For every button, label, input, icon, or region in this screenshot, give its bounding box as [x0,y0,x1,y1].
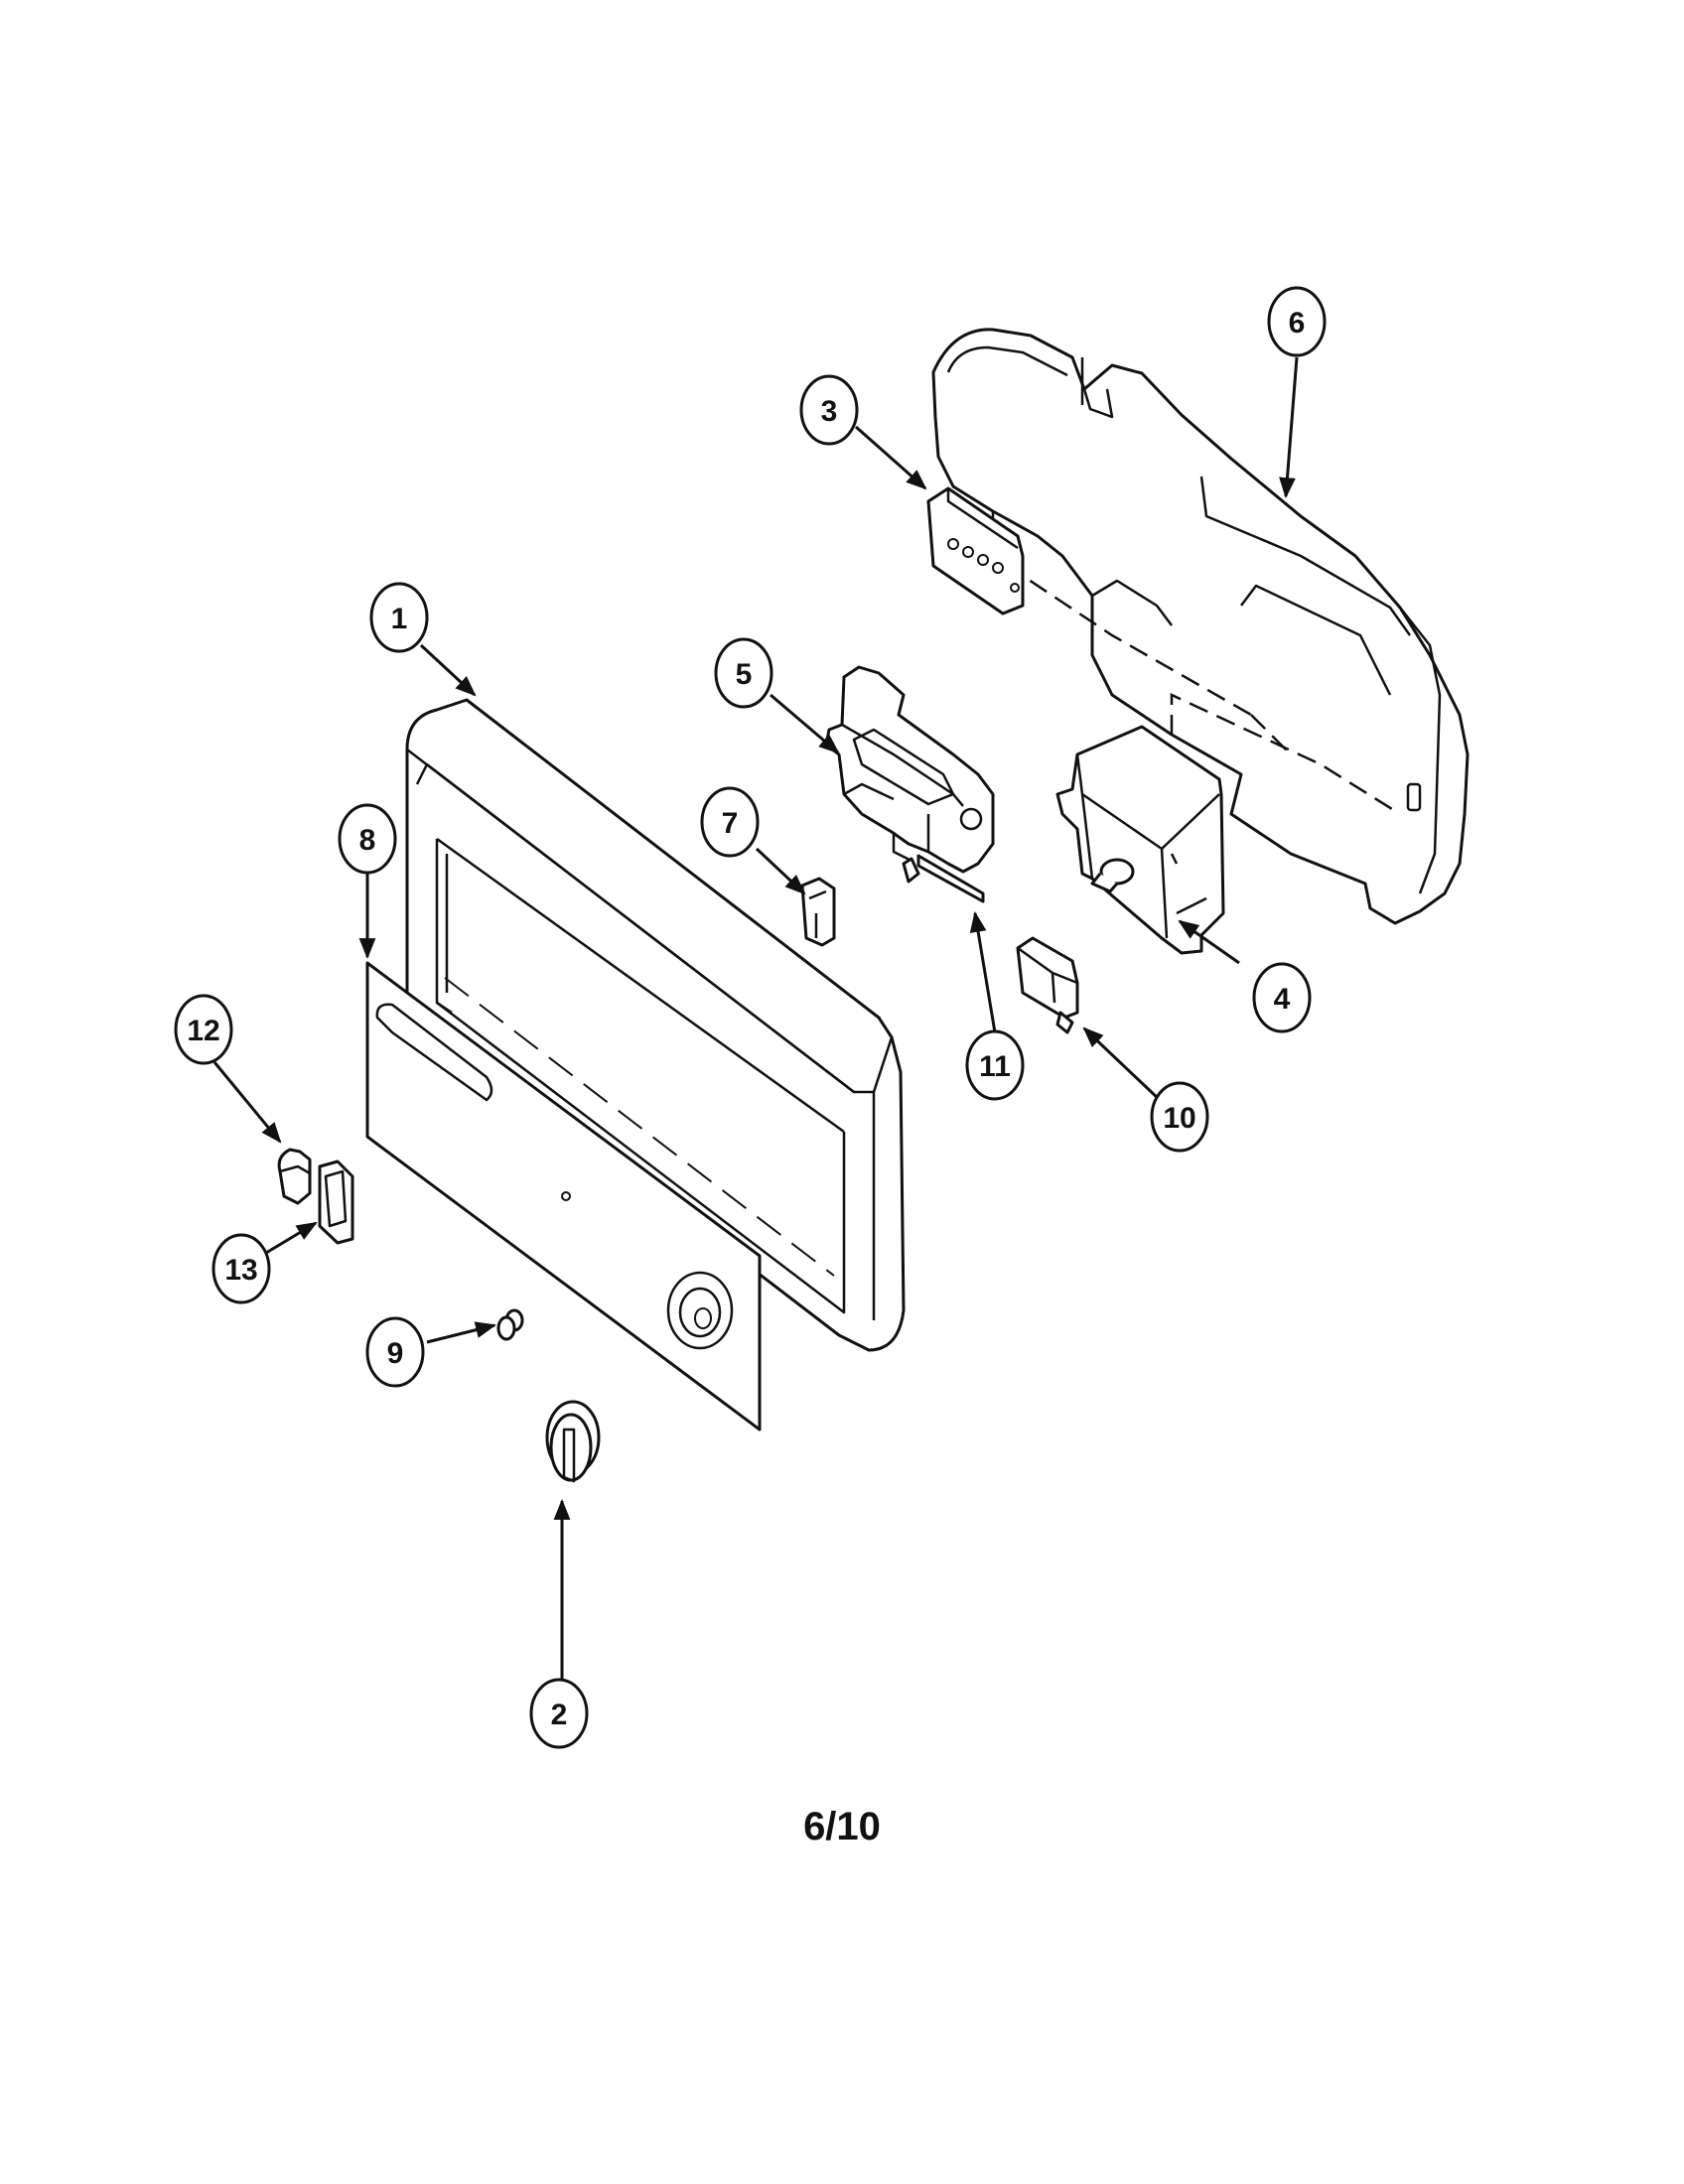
part-13-button-housing [318,1160,354,1245]
callout-13: 13 [211,1233,271,1304]
part-1-control-panel [405,698,906,1352]
svg-text:4: 4 [1274,983,1291,1016]
callout-1: 1 [369,582,429,653]
svg-text:8: 8 [359,824,376,857]
part-11-slide [902,854,985,903]
callout-2: 2 [529,1678,589,1749]
part-2-knob [545,1400,601,1483]
svg-text:11: 11 [979,1050,1011,1083]
leader-lines [212,356,1299,1680]
callout-4: 4 [1252,962,1312,1033]
part-8-overlay [365,961,762,1432]
callout-10: 10 [1150,1081,1209,1153]
svg-text:3: 3 [821,395,838,428]
svg-text:6: 6 [1289,307,1306,340]
part-7-clip [800,877,836,947]
part-5-latch [824,665,995,874]
callout-8: 8 [338,803,397,875]
svg-text:9: 9 [387,1337,404,1370]
callout-11: 11 [965,1029,1025,1101]
svg-text:7: 7 [722,807,739,840]
svg-text:1: 1 [391,603,408,635]
part-9-nut [496,1308,524,1341]
part-12-button [277,1148,312,1205]
part-6-housing [931,328,1470,925]
part-3-terminal-block [926,486,1025,615]
callout-6: 6 [1267,286,1327,357]
callout-12: 12 [174,994,233,1065]
svg-text:12: 12 [187,1015,219,1047]
page-number: 6/10 [803,1805,881,1848]
svg-text:10: 10 [1163,1102,1195,1135]
svg-text:13: 13 [224,1254,257,1287]
callout-3: 3 [799,374,859,446]
part-10-switch [1016,936,1079,1034]
svg-text:2: 2 [551,1699,568,1731]
callout-5: 5 [714,637,773,709]
part-4-timer [1055,725,1225,955]
svg-text:5: 5 [736,658,753,691]
callout-9: 9 [365,1316,425,1388]
callout-7: 7 [700,786,760,858]
